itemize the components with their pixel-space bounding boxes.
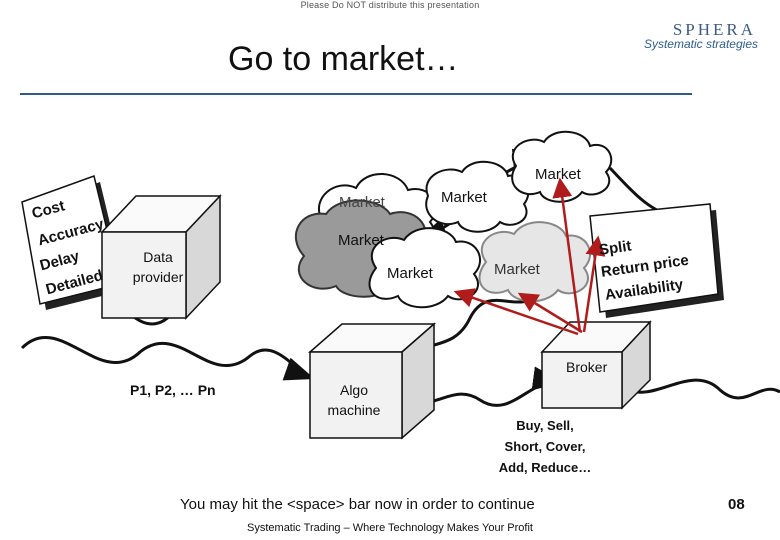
broker-link-1 (453, 288, 579, 336)
split-note (589, 203, 724, 318)
orders-line-3: Add, Reduce… (498, 460, 592, 475)
title-divider (20, 93, 692, 95)
slide-title: Go to market… (228, 40, 459, 78)
algo-machine-cube (308, 322, 436, 440)
market-label-3: Market (535, 166, 581, 183)
broker-link-4 (582, 235, 606, 333)
stream-label: P1, P2, … Pn (130, 382, 216, 398)
broker-cube (540, 320, 652, 410)
algo-machine-label: Algo machine (327, 382, 381, 418)
orders-line-2: Short, Cover, (504, 439, 586, 454)
continue-hint: You may hit the <space> bar now in order… (180, 496, 535, 513)
broker-label: Broker (566, 359, 608, 375)
orders-line-1: Buy, Sell, (516, 418, 574, 433)
footer-tagline: Systematic Trading – Where Technology Ma… (247, 522, 533, 534)
market-label-6: Market (494, 261, 540, 278)
market-label-2: Market (441, 189, 487, 206)
distribution-notice: Please Do NOT distribute this presentati… (300, 0, 480, 10)
market-label-1: Market (339, 194, 385, 211)
provider-stream-line (20, 335, 315, 381)
market-cloud-2 (425, 160, 530, 233)
market-label-4: Market (338, 232, 384, 249)
market-label-5: Market (387, 265, 433, 282)
slide-number: 08 (728, 496, 745, 513)
brand-logo: SPHERA (672, 20, 756, 39)
brand-subtitle: Systematic strategies (643, 37, 758, 51)
broker-link-3 (517, 292, 583, 334)
market-cloud-3 (511, 130, 613, 203)
broker-market-links (453, 177, 606, 336)
data-provider-cube (100, 194, 222, 320)
broker-outflow-line (619, 378, 780, 400)
market-cloud-6 (478, 221, 591, 303)
market-cloud-5 (368, 227, 481, 309)
data-provider-label: Data provider (132, 249, 184, 285)
broker-link-2 (552, 177, 582, 333)
